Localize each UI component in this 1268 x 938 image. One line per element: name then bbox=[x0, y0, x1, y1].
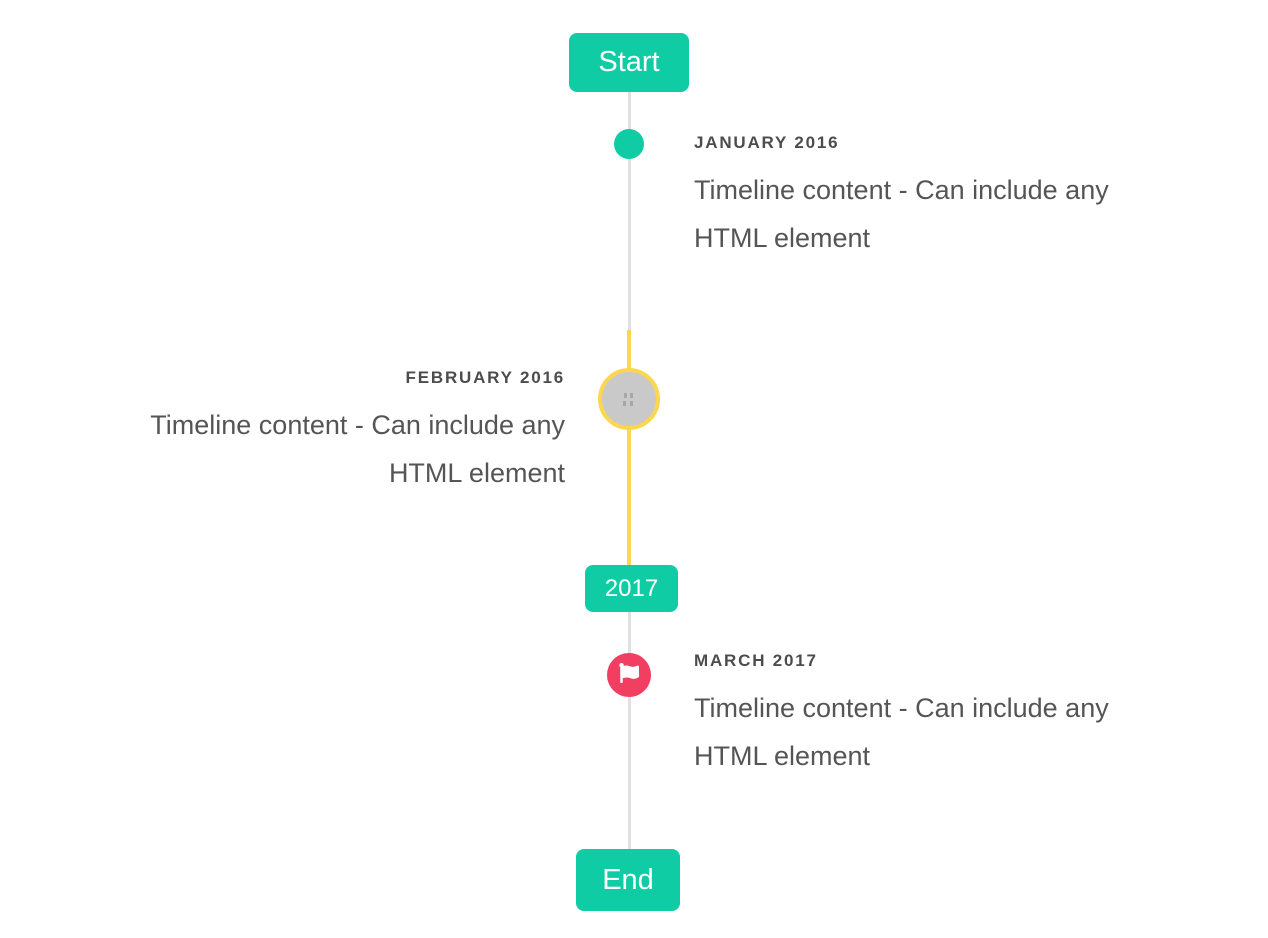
year-badge-2017[interactable]: 2017 bbox=[585, 565, 678, 612]
event-content: Timeline content - Can include any HTML … bbox=[694, 684, 1239, 780]
event-content: Timeline content - Can include any HTML … bbox=[20, 401, 565, 497]
event-marker-january[interactable] bbox=[614, 129, 644, 159]
event-marker-march[interactable] bbox=[607, 653, 651, 697]
image-placeholder-icon bbox=[623, 392, 636, 406]
flag-icon bbox=[619, 662, 639, 688]
event-content-line: HTML element bbox=[694, 741, 871, 771]
event-content: Timeline content - Can include any HTML … bbox=[694, 166, 1239, 262]
event-date: MARCH 2017 bbox=[694, 651, 818, 670]
event-february: FEBRUARY 2016 Timeline content - Can inc… bbox=[20, 368, 565, 497]
end-badge[interactable]: End bbox=[576, 849, 680, 911]
timeline-line-highlight bbox=[627, 330, 631, 567]
event-content-line: Timeline content - Can include any bbox=[694, 175, 1109, 205]
event-content-line: Timeline content - Can include any bbox=[150, 410, 565, 440]
event-date: JANUARY 2016 bbox=[694, 133, 840, 152]
event-march: MARCH 2017 Timeline content - Can includ… bbox=[694, 651, 1239, 780]
event-content-line: HTML element bbox=[694, 223, 871, 253]
event-content-line: Timeline content - Can include any bbox=[694, 693, 1109, 723]
event-marker-february[interactable] bbox=[598, 368, 660, 430]
start-badge[interactable]: Start bbox=[569, 33, 689, 92]
event-date: FEBRUARY 2016 bbox=[405, 368, 565, 387]
event-january: JANUARY 2016 Timeline content - Can incl… bbox=[694, 133, 1239, 262]
event-content-line: HTML element bbox=[388, 458, 565, 488]
